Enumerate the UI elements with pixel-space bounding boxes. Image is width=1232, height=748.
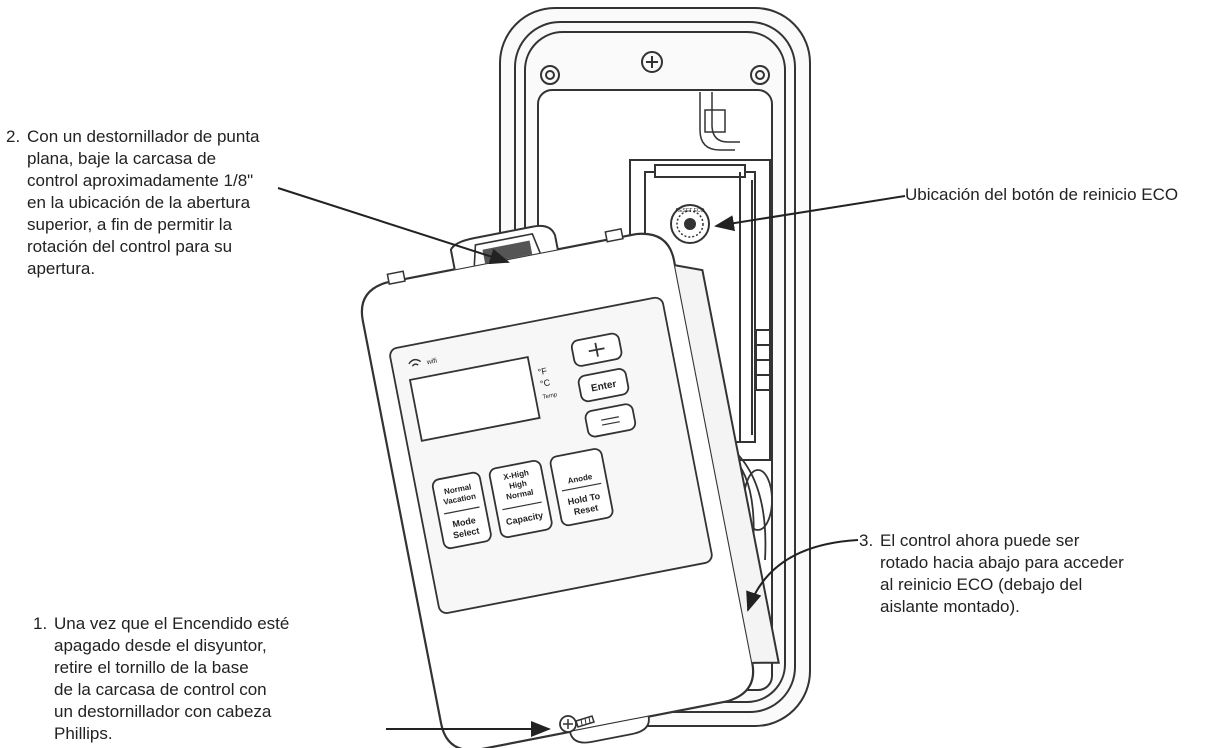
callout-step2: 2. Con un destornillador de punta plana, …	[6, 126, 286, 280]
arrow-eco	[714, 195, 906, 232]
step2-line-2: plana, baje la carcasa de	[27, 149, 217, 168]
eco-location-text: Ubicación del botón de reinicio ECO	[905, 185, 1179, 204]
step2-line-5: superior, a fin de permitir la	[27, 215, 233, 234]
step1-line-5: un destornillador con cabeza	[54, 702, 272, 721]
eco-reset-button-icon: RESET ECO	[670, 204, 710, 244]
internal-wires	[699, 92, 740, 151]
mode-bottom-label-1: Mode	[452, 515, 477, 529]
step1-number: 1.	[33, 614, 48, 633]
step2-line-1: Con un destornillador de punta	[27, 127, 260, 146]
step3-line-4: aislante montado).	[880, 597, 1020, 616]
minus-button	[584, 403, 637, 438]
callout-step3: 3. El control ahora puede ser rotado haci…	[859, 530, 1124, 618]
step3-line-2: rotado hacia abajo para acceder	[880, 553, 1124, 572]
leader-arrows	[277, 187, 906, 737]
step3-number: 3.	[859, 531, 874, 550]
callout-step1: 1. Una vez que el Encendido esté apagado …	[33, 613, 289, 745]
unit-c-label: °C	[539, 377, 551, 389]
anode-bottom-label-2: Reset	[573, 502, 599, 516]
step1-line-3: retire el tornillo de la base	[54, 658, 249, 677]
step1-line-6: Phillips.	[54, 724, 113, 743]
arrow-step3	[746, 539, 859, 612]
step2-line-6: rotación del control para su	[27, 237, 233, 256]
capacity-button	[488, 459, 553, 538]
step3-line-1: El control ahora puede ser	[880, 531, 1080, 550]
step2-line-7: apertura.	[27, 259, 96, 278]
step1-line-1: Una vez que el Encendido esté	[54, 614, 290, 633]
enter-button	[577, 368, 630, 403]
step1-line-4: de la carcasa de control con	[54, 680, 267, 699]
control-housing: wifi °F °C Temp Enter Normal Vacation Mo…	[360, 224, 780, 748]
eco-button-label: RESET ECO	[676, 208, 705, 214]
capacity-top-label-2: High	[508, 479, 527, 491]
step2-number: 2.	[6, 127, 21, 146]
plus-icon	[588, 342, 605, 357]
mode-bottom-label-2: Select	[452, 526, 480, 541]
step1-line-2: apagado desde el disyuntor,	[54, 636, 267, 655]
minus-icon	[601, 416, 620, 426]
step3-line-3: al reinicio ECO (debajo del	[880, 575, 1083, 594]
screw-icon	[559, 715, 595, 733]
callout-eco-location: Ubicación del botón de reinicio ECO	[905, 184, 1178, 206]
unit-f-label: °F	[537, 366, 548, 378]
arrow-step2	[277, 187, 510, 265]
step2-line-4: en la ubicación de la abertura	[27, 193, 251, 212]
wifi-label: wifi	[425, 357, 438, 366]
enter-label: Enter	[590, 379, 617, 395]
temp-label: Temp	[542, 392, 558, 401]
step2-line-3: control aproximadamente 1/8"	[27, 171, 254, 190]
